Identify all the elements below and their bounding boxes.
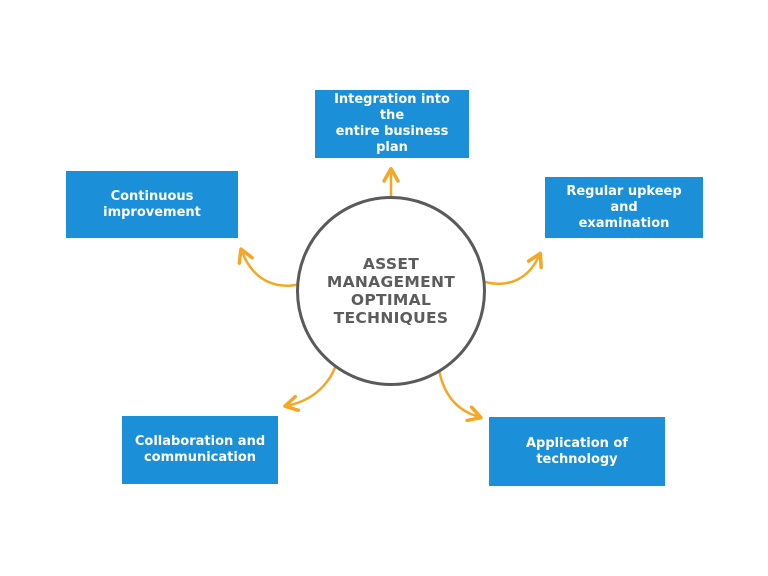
node-collaboration-label: Collaboration and communication xyxy=(134,434,266,465)
center-circle: ASSET MANAGEMENT OPTIMAL TECHNIQUES xyxy=(296,196,486,386)
arrow-to-collaboration xyxy=(283,360,339,413)
arrow-to-technology xyxy=(437,368,483,423)
node-regular-upkeep-label: Regular upkeep and examination xyxy=(566,183,682,231)
node-technology: Application of technology xyxy=(489,417,665,486)
node-regular-upkeep: Regular upkeep and examination xyxy=(545,177,703,238)
arrow-to-continuous xyxy=(237,247,303,287)
node-integration-label: Integration into the entire business pla… xyxy=(334,92,450,155)
center-title: ASSET MANAGEMENT OPTIMAL TECHNIQUES xyxy=(326,255,456,327)
node-collaboration: Collaboration and communication xyxy=(122,416,278,484)
node-integration: Integration into the entire business pla… xyxy=(315,90,469,158)
node-technology-label: Application of technology xyxy=(525,435,629,467)
node-continuous-improvement-label: Continuous improvement xyxy=(103,188,201,220)
node-continuous-improvement: Continuous improvement xyxy=(66,171,238,238)
arrow-to-upkeep xyxy=(483,251,543,285)
